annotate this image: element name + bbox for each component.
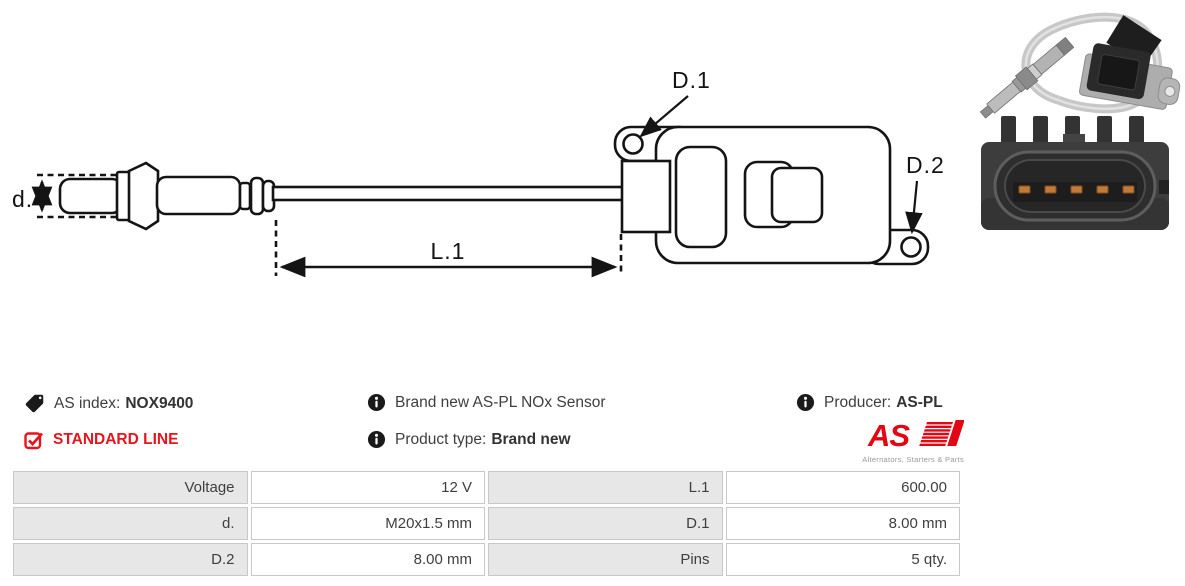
- tag-icon: [24, 393, 45, 414]
- spec-value: 8.00 mm: [725, 507, 960, 540]
- dimension-d-label: d.: [12, 186, 33, 212]
- description-text: Brand new AS-PL NOx Sensor: [395, 393, 606, 411]
- sensor-technical-drawing: d. L.1 D.1 D.2: [12, 67, 945, 278]
- dimension-d1-leader: [639, 95, 689, 138]
- as-logo-tagline: Alternators, Starters & Parts: [862, 455, 964, 464]
- product-photos: [979, 12, 1181, 230]
- spec-value: 12 V: [250, 471, 485, 504]
- as-logo-text: AS: [867, 419, 910, 449]
- spec-value: 5 qty.: [725, 543, 960, 576]
- as-index-row: AS index: NOX9400: [24, 393, 193, 414]
- dimension-l1: [274, 220, 623, 278]
- spec-label: L.1: [488, 471, 723, 504]
- standard-line-label: STANDARD LINE: [53, 431, 179, 448]
- as-pl-logo-mark: AS: [867, 418, 965, 453]
- spec-label: Pins: [488, 543, 723, 576]
- sensor-ecu-drawing: [613, 125, 930, 266]
- dimension-l1-label: L.1: [431, 238, 466, 264]
- producer-label: Producer:: [824, 393, 892, 411]
- as-index-value: NOX9400: [125, 394, 194, 412]
- connector-photo: [981, 116, 1169, 230]
- dimension-d1-label: D.1: [672, 67, 711, 93]
- spec-value: 600.00: [725, 471, 960, 504]
- sensor-probe-drawing: [58, 161, 626, 231]
- spec-value: 8.00 mm: [250, 543, 485, 576]
- as-index-label: AS index:: [54, 394, 121, 412]
- info-icon: [367, 430, 386, 449]
- as-pl-logo: AS Alternators, Starters & Parts: [856, 418, 965, 464]
- dimension-d2-label: D.2: [906, 152, 945, 178]
- checkbox-checked-icon: [24, 430, 44, 450]
- producer-row: Producer: AS-PL: [796, 393, 943, 412]
- sensor-photo: [979, 12, 1181, 119]
- info-icon: [796, 393, 815, 412]
- standard-line-row: STANDARD LINE: [24, 430, 178, 450]
- spec-label: D.2: [13, 543, 248, 576]
- info-icon: [367, 393, 386, 412]
- spec-label: D.1: [488, 507, 723, 540]
- dimension-d: [31, 173, 121, 219]
- spec-value: M20x1.5 mm: [250, 507, 485, 540]
- producer-value: AS-PL: [896, 393, 943, 411]
- spec-table: Voltage 12 V L.1 600.00 d. M20x1.5 mm D.…: [13, 471, 960, 576]
- product-type-value: Brand new: [491, 430, 571, 448]
- dimension-d2-leader: [905, 180, 923, 235]
- product-type-row: Product type: Brand new: [367, 430, 571, 449]
- product-type-label: Product type:: [395, 430, 487, 448]
- spec-label: Voltage: [13, 471, 248, 504]
- description-row: Brand new AS-PL NOx Sensor: [367, 393, 606, 412]
- spec-label: d.: [13, 507, 248, 540]
